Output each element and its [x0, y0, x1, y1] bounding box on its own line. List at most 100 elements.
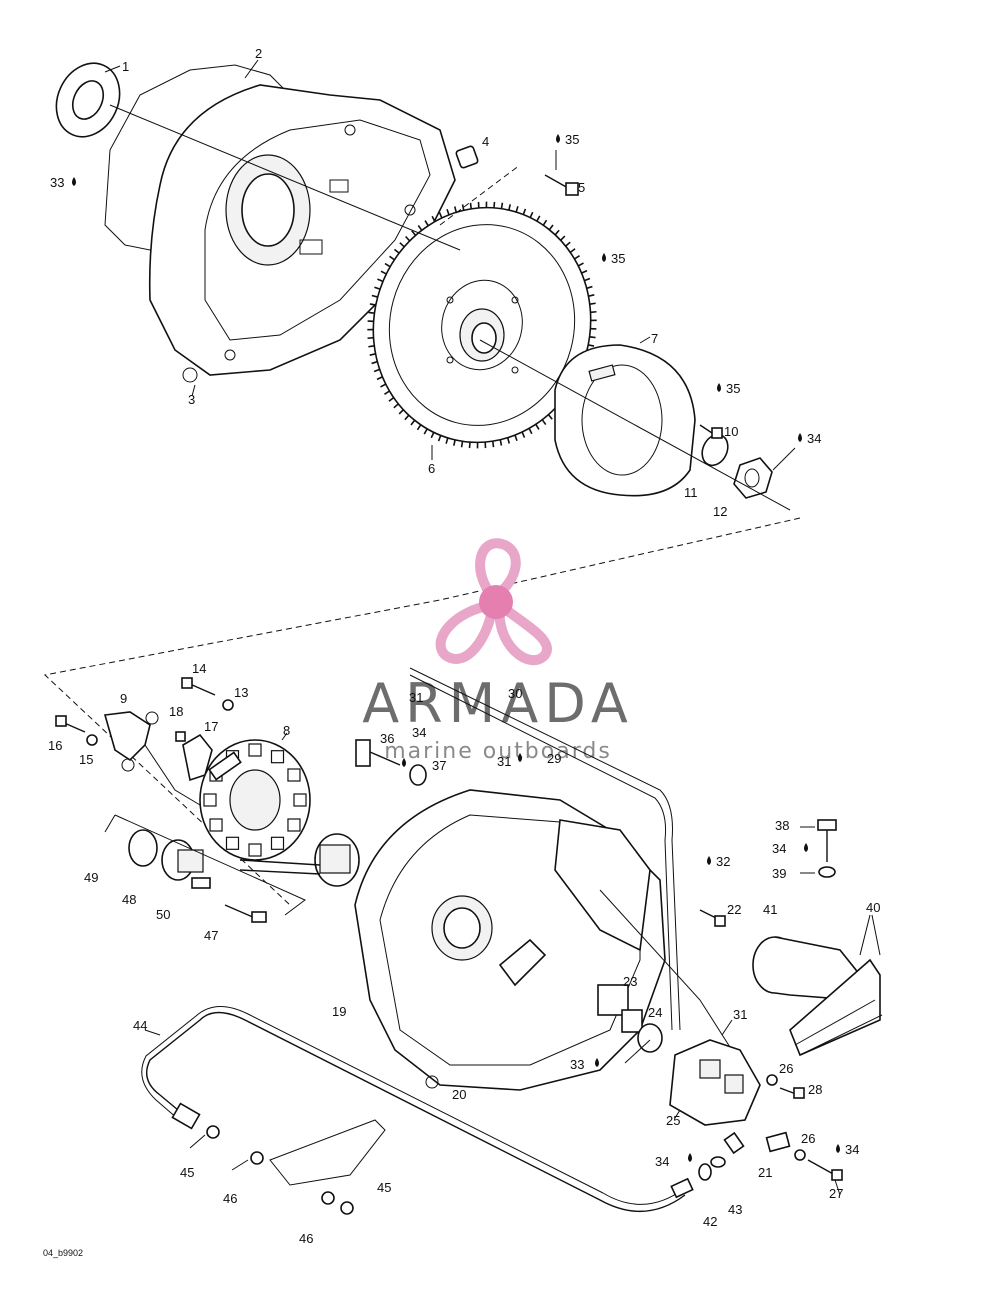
callout-34d: 34	[845, 1142, 859, 1157]
callout-14: 14	[192, 661, 206, 676]
drop-icon	[556, 134, 560, 143]
washer-part-37	[409, 764, 427, 786]
drop-icon	[707, 856, 711, 865]
callout-3: 3	[188, 392, 195, 407]
callout-36: 36	[380, 731, 394, 746]
callout-26b: 26	[801, 1131, 815, 1146]
drop-icon	[518, 753, 522, 762]
screw-part-28	[779, 1087, 805, 1099]
washer-part-46a	[250, 1151, 264, 1165]
callout-45b: 45	[377, 1180, 391, 1195]
stator-connector-part	[239, 833, 360, 887]
callout-18: 18	[169, 704, 183, 719]
callout-20: 20	[452, 1087, 466, 1102]
callout-31c: 31	[733, 1007, 747, 1022]
nut-part-45b	[340, 1201, 354, 1215]
callout-21: 21	[758, 1165, 772, 1180]
callout-34c: 34	[772, 841, 786, 856]
callout-33a: 33	[50, 175, 64, 190]
lubricant-drop-icons	[72, 134, 840, 1162]
screw-part-14	[181, 677, 216, 696]
brand-tagline: marine outboards	[384, 739, 612, 764]
callout-10: 10	[724, 424, 738, 439]
callout-23: 23	[623, 974, 637, 989]
callout-24: 24	[648, 1005, 662, 1020]
cable-terminal-part	[171, 1102, 201, 1130]
callout-37: 37	[432, 758, 446, 773]
starter-motor-part	[752, 936, 861, 1001]
callout-46b: 46	[299, 1231, 313, 1246]
callout-46a: 46	[223, 1191, 237, 1206]
callout-11: 11	[684, 485, 698, 500]
drop-icon	[402, 758, 406, 767]
callout-17: 17	[204, 719, 218, 734]
terminal-boot-part-43	[710, 1131, 745, 1168]
oil-seal-part	[55, 62, 121, 138]
callout-16: 16	[48, 738, 62, 753]
o-ring-part-49	[128, 829, 158, 867]
magneto-cover-part	[354, 789, 666, 1091]
washer-part-39	[818, 866, 836, 878]
callout-28: 28	[808, 1082, 822, 1097]
callout-25: 25	[666, 1113, 680, 1128]
fitting-part-23	[597, 984, 643, 1033]
bolt-part-27	[807, 1159, 843, 1181]
cover-part-48	[161, 839, 204, 881]
bolt-part-36	[355, 739, 401, 767]
callout-30: 30	[508, 686, 522, 701]
washer-part-26a	[766, 1074, 778, 1086]
bolt-part-22	[699, 909, 726, 927]
callout-48: 48	[122, 892, 136, 907]
callout-34b: 34	[412, 725, 426, 740]
dowel-bushing-part	[455, 145, 479, 169]
callout-50: 50	[156, 907, 170, 922]
callout-35b: 35	[611, 251, 625, 266]
stator-part	[199, 739, 311, 861]
screw-part-16	[55, 715, 86, 733]
nut-part-12	[733, 457, 773, 499]
callout-8: 8	[283, 723, 290, 738]
washer-part-15	[86, 734, 98, 746]
callout-47: 47	[204, 928, 218, 943]
starter-relay-part	[669, 1039, 761, 1126]
drop-icon	[804, 843, 808, 852]
callout-4: 4	[482, 134, 489, 149]
washer-part-46b	[321, 1191, 335, 1205]
callout-27: 27	[829, 1186, 843, 1201]
callout-12: 12	[713, 504, 727, 519]
callout-49: 49	[84, 870, 98, 885]
callout-labels: 1 2 3 4 5 6 7 8 9 10 11 12 13 14 15 16 1…	[48, 46, 880, 1246]
brand-name: ARMADA	[362, 672, 634, 735]
clip-part-50	[191, 877, 211, 889]
drawing-code: 04_b9902	[43, 1248, 83, 1258]
callout-42: 42	[703, 1214, 717, 1229]
callout-2: 2	[255, 46, 262, 61]
callout-45a: 45	[180, 1165, 194, 1180]
callout-7: 7	[651, 331, 658, 346]
callout-22: 22	[727, 902, 741, 917]
callout-35c: 35	[726, 381, 740, 396]
ground-bracket-part	[269, 1119, 386, 1186]
callout-39: 39	[772, 866, 786, 881]
callout-34e: 34	[655, 1154, 669, 1169]
trigger-coil-part	[182, 733, 213, 782]
drop-icon	[688, 1153, 692, 1162]
magneto-rotor-part	[554, 344, 696, 497]
drop-icon	[717, 383, 721, 392]
callout-43: 43	[728, 1202, 742, 1217]
callout-31a: 31	[409, 690, 423, 705]
washer-part-13	[222, 699, 234, 711]
callout-6: 6	[428, 461, 435, 476]
drop-icon	[602, 253, 606, 262]
screw-part-18	[175, 731, 186, 742]
callout-44: 44	[133, 1018, 147, 1033]
terminal-plate-part-21	[765, 1131, 791, 1153]
callout-34a: 34	[807, 431, 821, 446]
drop-icon	[836, 1144, 840, 1153]
drop-icon	[798, 433, 802, 442]
battery-cable-part	[146, 1011, 686, 1212]
callout-40: 40	[866, 900, 880, 915]
callout-26a: 26	[779, 1061, 793, 1076]
bolt-part-5	[544, 174, 579, 196]
